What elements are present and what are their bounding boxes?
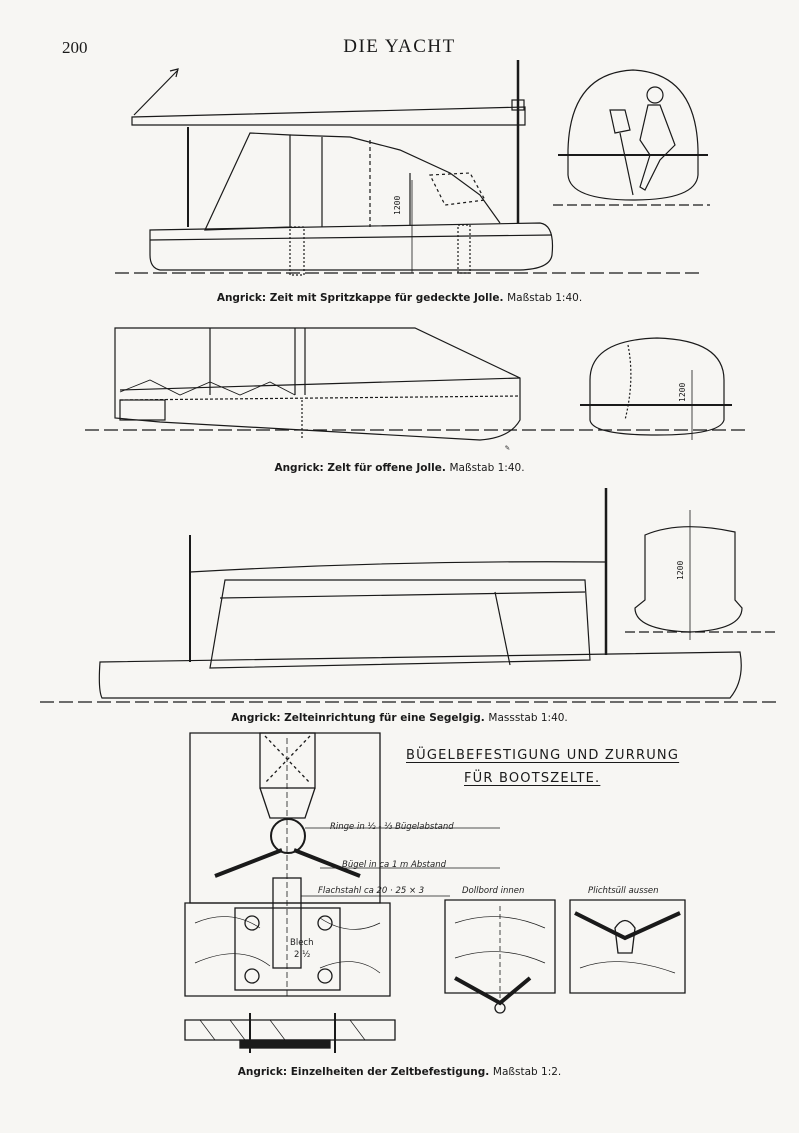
strap-stitching	[264, 735, 311, 784]
figure-open-dinghy-tent: ✎ 1200	[85, 327, 745, 452]
tent-fore-panel	[204, 132, 291, 231]
hood-panel	[429, 172, 486, 206]
plate-section	[239, 1039, 331, 1049]
section-hoop	[589, 337, 725, 436]
plichtsuell-hoops	[574, 911, 681, 941]
screw-3	[244, 968, 260, 984]
figure-sailing-gig-tent: 1200	[40, 488, 780, 703]
section-shading	[624, 344, 632, 421]
caption-scale: Maßstab 1:2.	[492, 1066, 562, 1078]
sheer-line	[149, 234, 553, 241]
hull	[98, 651, 742, 699]
caption-text: Angrick: Zeit mit Spritzkappe für gedeck…	[216, 292, 504, 304]
page-number: 200	[62, 38, 88, 57]
topping-lift	[133, 69, 179, 116]
figure-fastening-detail	[184, 732, 686, 1053]
ring	[270, 818, 306, 854]
tent-body	[114, 327, 521, 441]
label-rings: Ringe in ½ - ⅓ Bügelabstand	[330, 822, 454, 832]
dimension-label: 1200	[393, 196, 402, 215]
seated-figure	[639, 104, 676, 191]
table-leg	[619, 132, 634, 196]
running-head: DIE YACHT	[343, 36, 456, 57]
dimension-label: 1200	[676, 561, 685, 580]
cockpit-detail	[119, 399, 166, 421]
section-strip	[184, 1019, 396, 1041]
detail-title-line-1: BÜGELBEFESTIGUNG UND ZURRUNG	[406, 748, 680, 763]
wood-grain	[194, 916, 381, 974]
dollbord-block	[444, 899, 556, 994]
label-blech-size: 2 ½	[294, 950, 311, 960]
lamp-table	[609, 109, 631, 134]
caption-text: Angrick: Einzelheiten der Zeltbefestigun…	[237, 1066, 490, 1078]
caption-figure-2: Angrick: Zelt für offene Jolle. Maßstab …	[0, 462, 799, 474]
label-blech: Blech	[290, 938, 314, 948]
caption-text: Angrick: Zelteinrichtung für eine Segelg…	[231, 712, 485, 724]
label-buegel: Bügel in ca 1 m Abstand	[342, 860, 446, 870]
caption-text: Angrick: Zelt für offene Jolle.	[274, 462, 446, 474]
monogram: ✎	[505, 443, 510, 452]
tent-seam	[219, 591, 586, 599]
plichtsuell-cleat	[614, 919, 636, 954]
screw-2	[317, 915, 333, 931]
ridge-line	[189, 561, 607, 573]
rubbing-strake	[119, 395, 521, 401]
centreboard	[289, 226, 305, 276]
boom-tent-ridge	[131, 106, 526, 126]
detail-title: BÜGELBEFESTIGUNG UND ZURRUNG FÜR BOOTSZE…	[406, 748, 679, 786]
label-flachstahl: Flachstahl ca 20 · 25 × 3	[318, 886, 425, 896]
tent-body	[209, 579, 591, 669]
caption-scale: Maßstab 1:40.	[507, 292, 583, 304]
section-hoop	[567, 69, 699, 201]
dimension-label: 1200	[678, 383, 687, 402]
detail-title-line-2: FÜR BOOTSZELTE.	[464, 771, 601, 786]
caption-figure-4: Angrick: Einzelheiten der Zeltbefestigun…	[0, 1066, 799, 1078]
label-dollbord: Dollbord innen	[462, 886, 525, 896]
figure-head	[646, 86, 664, 104]
sheer-line	[119, 377, 521, 391]
dollbord-hoops	[454, 976, 532, 1006]
label-plichtsuell: Plichtsüll aussen	[588, 886, 659, 896]
caption-scale: Maßstab 1:40.	[449, 462, 525, 474]
screw-1	[244, 915, 260, 931]
plichtsuell-grain	[579, 961, 676, 974]
caption-scale: Massstab 1:40.	[488, 712, 568, 724]
figure-decked-dinghy-tent: 1200	[115, 60, 710, 276]
metal-plate	[234, 907, 341, 991]
screw-4	[317, 968, 333, 984]
hull	[149, 222, 554, 271]
rudder-fitting	[457, 224, 471, 274]
plichtsuell-block	[569, 899, 686, 994]
tent-door	[494, 591, 511, 666]
hoop-rods	[214, 848, 361, 878]
strap-taper	[259, 787, 316, 819]
caption-figure-3: Angrick: Zelteinrichtung für eine Segelg…	[0, 712, 799, 724]
section-hatching	[199, 1019, 366, 1041]
arrow-head	[169, 68, 179, 78]
dollbord-fitting	[494, 1002, 506, 1014]
wood-plank	[184, 902, 391, 997]
caption-figure-1: Angrick: Zeit mit Spritzkappe für gedeck…	[0, 292, 799, 304]
strap-top	[259, 732, 316, 789]
mast-fitting	[511, 99, 525, 111]
lacing	[119, 379, 296, 396]
section-hoop	[634, 526, 743, 633]
